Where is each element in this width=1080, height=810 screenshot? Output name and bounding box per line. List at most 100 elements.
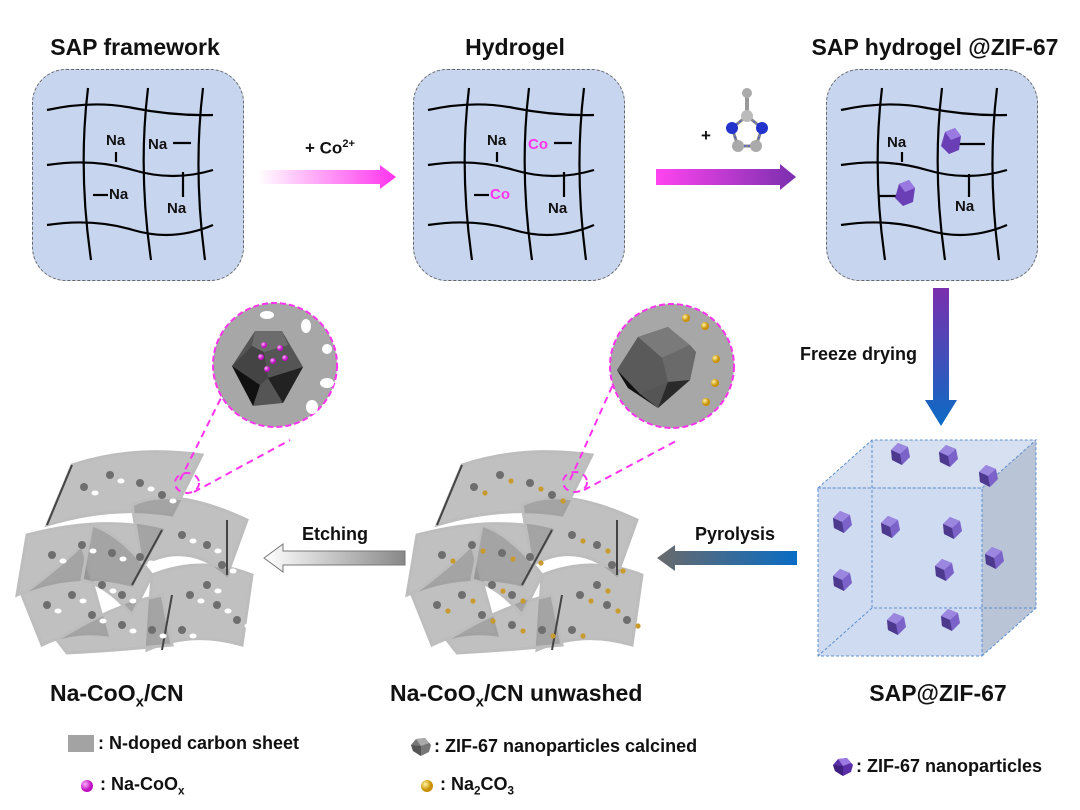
- calcined-zif67-particle-icon: [617, 327, 696, 408]
- calcined-zif67-dot: [148, 626, 156, 634]
- calcined-zif67-dot: [136, 553, 144, 561]
- calcined-zif67-dot: [178, 531, 186, 539]
- pore: [244, 623, 252, 629]
- legend-item-zif67-calcined: : ZIF-67 nanoparticles calcined: [410, 736, 697, 757]
- pore: [54, 608, 62, 614]
- sap-hydrogel-zif67-panel: Na Na: [826, 69, 1038, 281]
- na-coox-cn-structure: [15, 450, 254, 655]
- arrow-add-cobalt: [258, 165, 396, 189]
- na2co3-dot: [620, 568, 626, 574]
- zif67-particle-icon: [985, 547, 1004, 569]
- na2co3-dot: [560, 498, 566, 504]
- na2co3-dot: [615, 608, 621, 614]
- zif67-particle-icon: [833, 757, 853, 776]
- arrow-etching: [263, 543, 406, 573]
- pore: [159, 633, 167, 639]
- calcined-zif67-dot: [213, 601, 221, 609]
- title-sap-zif67: SAP@ZIF-67: [869, 680, 1007, 706]
- imidazole-molecule-icon: [726, 88, 768, 152]
- pore: [91, 490, 99, 496]
- pyrolysis-label: Pyrolysis: [695, 524, 776, 544]
- pore: [147, 560, 155, 566]
- legend-item-na2co3: : Na2CO3: [420, 774, 514, 798]
- calcined-zif67-dot: [78, 541, 86, 549]
- na-label: Na: [109, 186, 129, 203]
- pore: [99, 618, 107, 624]
- carbon-sheet: [470, 523, 544, 618]
- calcined-zif67-dot: [508, 621, 516, 629]
- calcined-zif67-dot: [68, 591, 76, 599]
- polymer-network-icon: [840, 87, 1008, 261]
- na-coox-sphere-icon: [81, 779, 93, 792]
- na-label: Na: [548, 200, 568, 217]
- na-label: Na: [167, 200, 187, 217]
- calcined-zif67-dot: [186, 591, 194, 599]
- legend-label: : Na2CO3: [440, 774, 515, 798]
- calcined-zif67-dot: [526, 553, 534, 561]
- na-label: Na: [487, 132, 507, 149]
- legend-label: : ZIF-67 nanoparticles calcined: [434, 736, 698, 756]
- zif67-particle-icon: [881, 516, 900, 538]
- na2co3-dot: [482, 490, 488, 496]
- na2co3-sphere-icon: [421, 779, 433, 792]
- etching-label: Etching: [302, 524, 368, 544]
- calcined-zif67-dot: [498, 549, 506, 557]
- pore: [79, 598, 87, 604]
- calcined-zif67-dot: [158, 491, 166, 499]
- na2co3-dot: [588, 598, 594, 604]
- zif67-particle-icon: [939, 445, 958, 467]
- calcined-zif67-dot: [548, 491, 556, 499]
- calcined-zif67-dot: [608, 561, 616, 569]
- title-sap-hydrogel-zif67: SAP hydrogel @ZIF-67: [811, 34, 1059, 60]
- calcined-zif67-dot: [576, 591, 584, 599]
- calcined-zif67-dot: [470, 483, 478, 491]
- calcined-zif67-dot: [98, 581, 106, 589]
- arrow-freeze-drying: [925, 288, 957, 426]
- na2co3-dot: [550, 633, 556, 639]
- carbon-sheet: [80, 523, 154, 618]
- calcined-zif67-dot: [43, 601, 51, 609]
- calcined-zif67-dot: [568, 626, 576, 634]
- calcined-zif67-dot: [218, 561, 226, 569]
- calcined-zif67-dot: [433, 601, 441, 609]
- na2co3-dot: [520, 598, 526, 604]
- pore: [129, 628, 137, 634]
- na-label: Na: [887, 134, 907, 151]
- zif67-particle-icon: [887, 613, 906, 635]
- na2co3-dot: [508, 478, 514, 484]
- calcined-zif67-dot: [118, 591, 126, 599]
- calcined-zif67-dot: [488, 581, 496, 589]
- pore: [189, 633, 197, 639]
- title-na-coox-cn: Na-CoOx/CN: [50, 680, 184, 711]
- legend-item-carbon-sheet: : N-doped carbon sheet: [68, 733, 299, 754]
- co-label: Co: [528, 136, 548, 153]
- zif67-calcined-icon: [411, 737, 431, 756]
- na2co3-dot: [520, 628, 526, 634]
- freeze-drying-label: Freeze drying: [800, 344, 918, 364]
- na2co3-dot: [538, 560, 544, 566]
- na2co3-dot: [605, 588, 611, 594]
- carbon-sheet: [54, 593, 174, 655]
- calcined-zif67-dot: [118, 621, 126, 629]
- title-na-coox-cn-unwashed: Na-CoOx/CN unwashed: [390, 680, 643, 711]
- na-coox-cn-unwashed-structure: [405, 450, 644, 655]
- zif67-particle-icon: [833, 511, 852, 533]
- pore: [117, 478, 125, 484]
- na2co3-dot: [450, 558, 456, 564]
- calcined-zif67-dot: [438, 551, 446, 559]
- zif67-particle-icon: [833, 569, 852, 591]
- pore: [214, 548, 222, 554]
- calcined-zif67-dot: [496, 471, 504, 479]
- na2co3-dot: [500, 588, 506, 594]
- polymer-network-icon: [46, 87, 214, 261]
- na2co3-dot: [580, 538, 586, 544]
- pore: [119, 556, 127, 562]
- na2co3-dot: [635, 623, 641, 629]
- calcined-zif67-dot: [48, 551, 56, 559]
- arrow-pyrolysis: [657, 545, 797, 571]
- calcined-zif67-dot: [526, 479, 534, 487]
- calcined-zif67-dot: [508, 591, 516, 599]
- legend-label: : N-doped carbon sheet: [98, 733, 300, 753]
- na-coox-spheres: [258, 342, 288, 372]
- add-ligand-plus: +: [701, 126, 711, 145]
